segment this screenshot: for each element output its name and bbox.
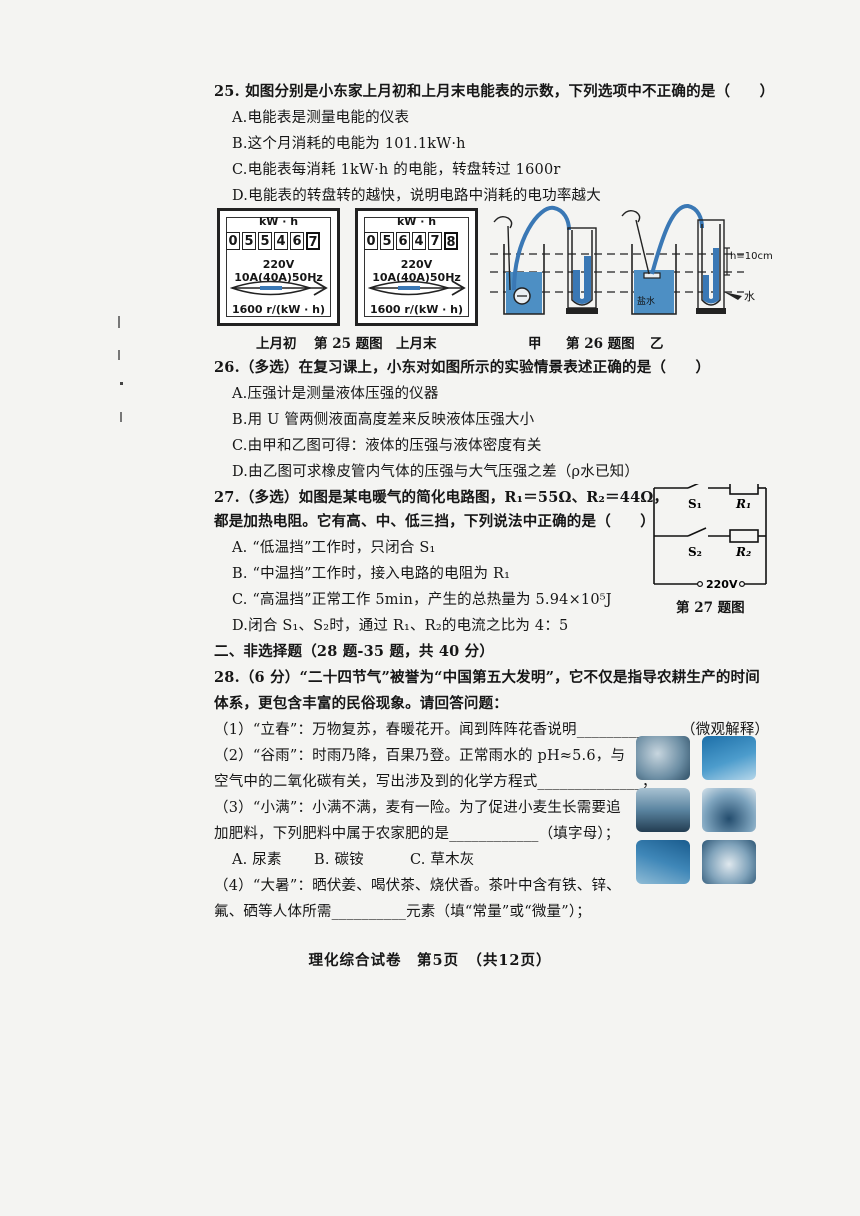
q25-stem: 25. 如图分别是小东家上月初和上月末电能表的示数，下列选项中不正确的是（ ） [214, 83, 775, 100]
page-footer: 理化综合试卷 第5页 （共12页） [308, 952, 552, 969]
meter-frame [364, 217, 469, 317]
q25-option-d: D.电能表的转盘转的越快，说明电路中消耗的电功率越大 [232, 188, 601, 204]
q28-part4-line2: 氟、硒等人体所需__________元素（填“常量”或“微量”）； [214, 904, 591, 920]
margin-mark [120, 412, 122, 422]
q25-option-c: C.电能表每消耗 1kW·h 的电能，转盘转过 1600r [232, 162, 561, 178]
meter-digit: 0 [226, 232, 240, 250]
voltage-label: 220V [706, 578, 738, 591]
meter-digit: 4 [412, 232, 426, 250]
q27-stem-line2: 都是加热电阻。它有高、中、低三挡，下列说法中正确的是（ ） [214, 513, 655, 530]
fig25-label-start: 上月初 [256, 336, 297, 352]
meter-digits: 0 5 5 4 6 7 [226, 232, 322, 250]
q28-part2-line2: 空气中的二氧化碳有关，写出涉及到的化学方程式______________； [214, 774, 657, 790]
q26-option-a: A.压强计是测量液体压强的仪器 [232, 386, 439, 402]
meter-frame [226, 217, 331, 317]
electric-meter-start: kW · h 0 5 5 4 6 7 220V 10A(40A)50Hz 160… [217, 208, 340, 326]
water-label: 水 [744, 290, 755, 303]
rotation-arrow-icon [230, 280, 328, 296]
fig25-label-end: 上月末 [396, 336, 437, 352]
fig26-title: 第 26 题图 [566, 336, 635, 352]
q27-option-d: D.闭合 S₁、S₂时，通过 R₁、R₂的电流之比为 4：5 [232, 618, 569, 634]
wheat-photo [636, 788, 690, 832]
tea-photo [702, 840, 756, 884]
q27-option-c: C. “高温挡”正常工作 5min，产生的总热量为 5.94×10⁵J [232, 592, 612, 608]
summer-sun-photo [636, 840, 690, 884]
fig26-label-yi: 乙 [650, 336, 664, 352]
q28-stem-line2: 体系，更包含丰富的民俗现象。请回答问题： [214, 695, 508, 712]
q28-part3-line2: 加肥料，下列肥料中属于农家肥的是____________（填字母）； [214, 826, 620, 842]
q25-option-b: B.这个月消耗的电能为 101.1kW·h [232, 136, 466, 152]
q28-part3-choice-a: A. 尿素 [232, 852, 282, 868]
meter-rate: 1600 r/(kW · h) [231, 303, 326, 316]
resistor-r1-label: R₁ [735, 497, 751, 511]
meter-unit: kW · h [258, 215, 299, 228]
margin-mark [118, 316, 120, 328]
meter-spec: 220V 10A(40A)50Hz [234, 258, 323, 284]
fig26-label-jia: 甲 [528, 336, 542, 352]
q28-part3-choice-c: C. 草木灰 [410, 852, 475, 868]
meter-unit: kW · h [396, 215, 437, 228]
q28-part1: （1）“立春”：万物复苏，春暖花开。闻到阵阵花香说明______________… [214, 722, 770, 738]
q27-option-a: A. “低温挡”工作时，只闭合 S₁ [232, 540, 436, 556]
margin-mark [118, 350, 120, 360]
meter-digit: 0 [364, 232, 378, 250]
margin-mark [120, 382, 123, 385]
q25-option-a: A.电能表是测量电能的仪表 [232, 110, 410, 126]
switch-s2-label: S₂ [688, 545, 702, 559]
meter-digit: 5 [258, 232, 272, 250]
meter-digit-decimal: 7 [306, 232, 320, 250]
q28-part3-choice-b: B. 碳铵 [314, 852, 364, 868]
q28-part3-line1: （3）“小满”：小满不满，麦有一险。为了促进小麦生长需要追 [214, 800, 621, 816]
h-label: h=10cm [730, 251, 773, 262]
meter-digit: 4 [274, 232, 288, 250]
meter-digit: 7 [428, 232, 442, 250]
q27-option-b: B. “中温挡”工作时，接入电路的电阻为 R₁ [232, 566, 511, 582]
q26-stem: 26.（多选）在复习课上，小东对如图所示的实验情景表述正确的是（ ） [214, 359, 711, 376]
switch-s1-label: S₁ [688, 497, 702, 511]
fig27-title: 第 27 题图 [676, 600, 745, 616]
q26-option-c: C.由甲和乙图可得：液体的压强与液体密度有关 [232, 438, 542, 454]
electric-meter-end: kW · h 0 5 6 4 7 8 220V 10A(40A)50Hz 160… [355, 208, 478, 326]
resistor-r2-label: R₂ [735, 545, 751, 559]
meter-digit-decimal: 8 [444, 232, 458, 250]
salt-water-label: 盐水 [637, 295, 655, 307]
fig25-title: 第 25 题图 [314, 336, 383, 352]
section-heading: 二、非选择题（28 题-35 题，共 40 分） [214, 643, 495, 660]
q28-part2-line1: （2）“谷雨”：时雨乃降，百果乃登。正常雨水的 pH≈5.6，与 [214, 748, 626, 764]
fruit-photo [702, 788, 756, 832]
q26-option-b: B.用 U 管两侧液面高度差来反映液体压强大小 [232, 412, 535, 428]
spring-blossom-photo [636, 736, 690, 780]
meter-digit: 6 [290, 232, 304, 250]
q28-part4-line1: （4）“大暑”：晒伏姜、喝伏茶、烧伏香。茶叶中含有铁、锌、 [214, 878, 621, 894]
meter-rate: 1600 r/(kW · h) [369, 303, 464, 316]
meter-digit: 5 [380, 232, 394, 250]
pressure-gauge-figure: 盐水 h=10cm 水 [490, 204, 773, 315]
meter-spec: 220V 10A(40A)50Hz [372, 258, 461, 284]
circuit-diagram: S₁ R₁ S₂ R₂ 220V [653, 484, 767, 591]
q26-option-d: D.由乙图可求橡皮管内气体的压强与大气压强之差（ρ水已知） [232, 464, 640, 480]
q27-stem-line1: 27.（多选）如图是某电暖气的简化电路图，R₁＝55Ω、R₂＝44Ω， [214, 489, 669, 506]
rotation-arrow-icon [368, 280, 466, 296]
rain-photo [702, 736, 756, 780]
meter-digit: 6 [396, 232, 410, 250]
q28-stem-line1: 28.（6 分）“二十四节气”被誉为“中国第五大发明”，它不仅是指导农耕生产的时… [214, 669, 760, 686]
meter-digit: 5 [242, 232, 256, 250]
meter-digits: 0 5 6 4 7 8 [364, 232, 460, 250]
